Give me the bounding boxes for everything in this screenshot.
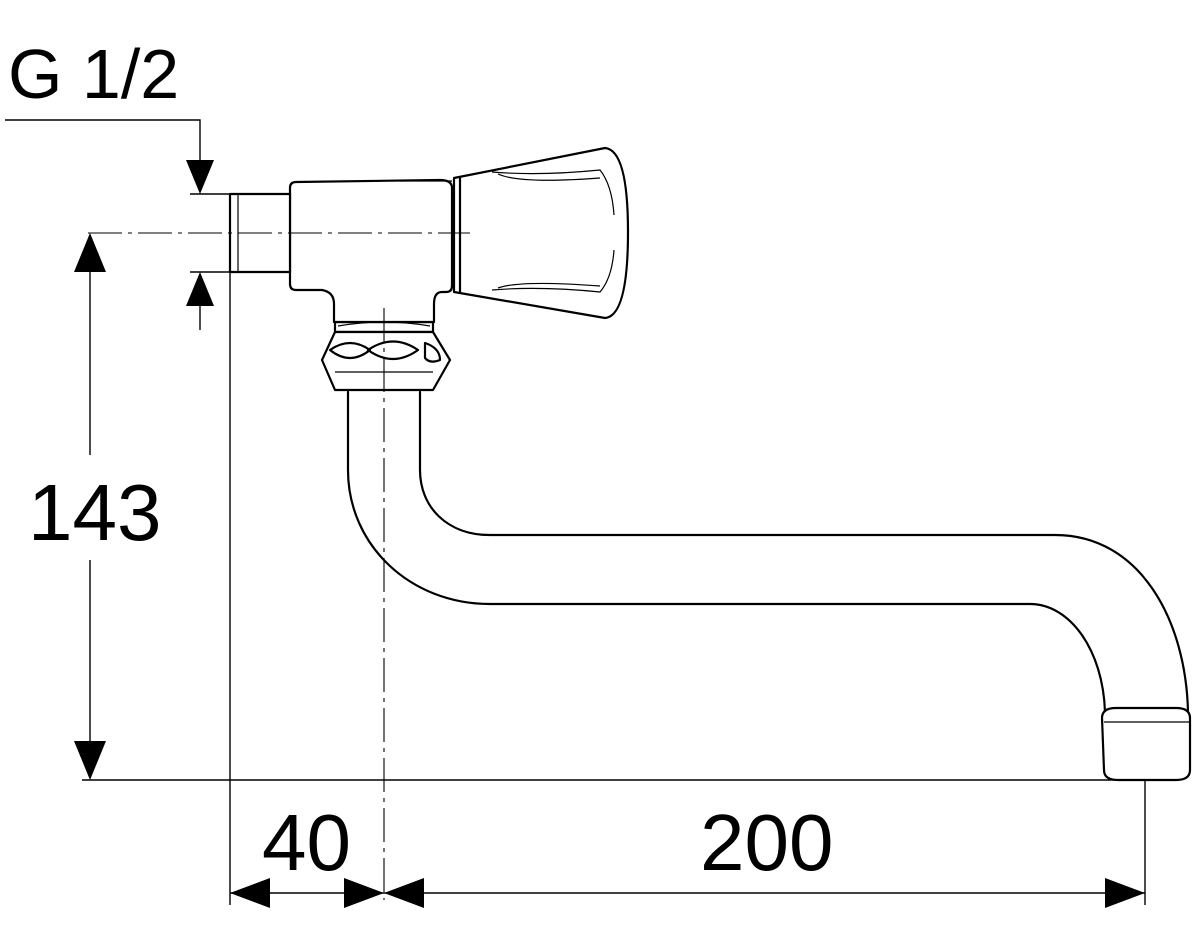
faucet [228,146,1192,782]
arrow-right-icon [344,878,384,908]
dimension-reach: 200 [384,798,1145,908]
arrow-left-icon [384,878,424,908]
dimension-offset: 40 [230,798,384,908]
spout-pipe [346,390,1190,714]
thread-label: G 1/2 [8,35,179,113]
dimension-thread: G 1/2 [8,35,214,306]
reach-label: 200 [700,798,833,887]
dimension-height: 143 [28,233,161,780]
arrow-down-icon [186,160,214,194]
arrow-down-icon [74,741,106,780]
offset-label: 40 [262,798,351,887]
valve-body [288,178,454,324]
arrow-up-icon [74,233,106,272]
union-nut [320,320,452,392]
arrow-left-icon [230,878,270,908]
arrow-right-icon [1105,878,1145,908]
height-label: 143 [28,468,161,557]
extension-lines [5,119,1146,905]
center-lines [88,232,470,900]
valve-handle [452,146,630,320]
aerator-nozzle [1100,706,1192,782]
arrow-up-icon [186,272,214,306]
